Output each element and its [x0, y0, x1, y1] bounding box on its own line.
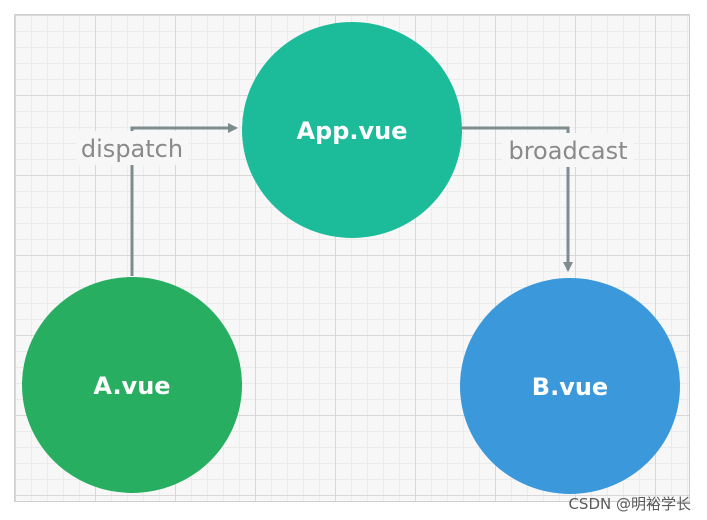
app-vue-label: App.vue: [296, 117, 407, 145]
dispatch-label: dispatch: [81, 135, 183, 163]
broadcast-label: broadcast: [508, 137, 627, 165]
dispatch-label-bg: [76, 131, 188, 165]
a-vue-label: A.vue: [93, 372, 170, 400]
watermark-text: CSDN @明裕学长: [568, 495, 691, 513]
app-vue-node: [242, 22, 462, 238]
broadcast-label-bg: [502, 133, 634, 167]
a-vue-node: [22, 277, 242, 493]
b-vue-label: B.vue: [532, 373, 608, 401]
broadcast-edge: [462, 126, 573, 272]
b-vue-node: [460, 278, 680, 494]
dispatch-edge: [130, 123, 238, 276]
